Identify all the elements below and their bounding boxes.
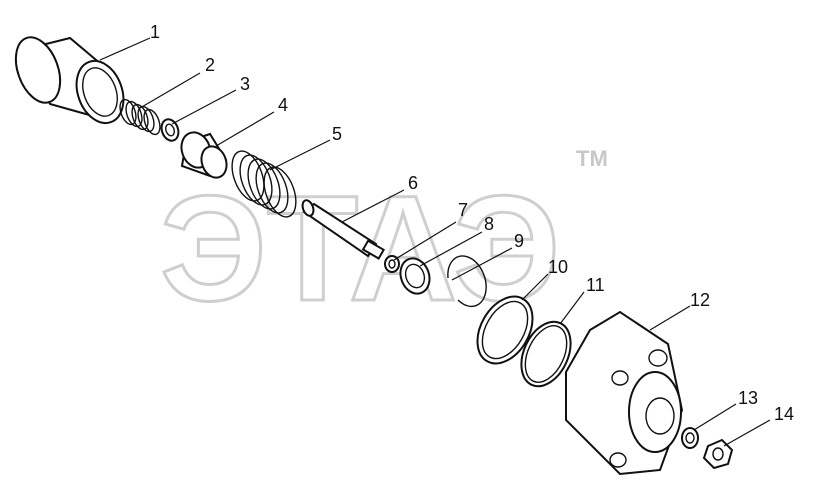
callout-11: 11 (586, 275, 605, 295)
part-4-bushing (180, 131, 228, 179)
callout-1: 1 (150, 22, 160, 42)
callout-9: 9 (514, 231, 524, 251)
part-7-washer (384, 255, 400, 273)
callout-14: 14 (774, 404, 794, 424)
watermark: ЭТАЭ TM (159, 146, 608, 334)
callout-8: 8 (484, 214, 494, 234)
part-2-spring (119, 98, 161, 136)
callout-5: 5 (332, 124, 342, 144)
watermark-tm: TM (576, 146, 608, 171)
part-13-washer (681, 427, 699, 449)
callout-13: 13 (738, 388, 758, 408)
part-12-housing (565, 310, 684, 476)
callout-7: 7 (458, 200, 468, 220)
part-8-washer (399, 257, 431, 295)
callout-4: 4 (278, 95, 288, 115)
callout-12: 12 (690, 290, 710, 310)
callout-labels: 1 2 3 4 5 6 7 8 9 10 11 12 13 14 (150, 22, 794, 424)
part-3-ring (160, 118, 180, 142)
part-5-spring (231, 150, 297, 218)
callout-10: 10 (548, 257, 568, 277)
part-14-nut (702, 438, 734, 470)
part-1-sleeve (14, 36, 125, 124)
part-6-shaft (301, 199, 386, 260)
callout-6: 6 (408, 173, 418, 193)
callout-3: 3 (240, 74, 250, 94)
callout-2: 2 (205, 55, 215, 75)
part-9-snap-ring (447, 255, 487, 307)
leader-lines (99, 37, 771, 447)
